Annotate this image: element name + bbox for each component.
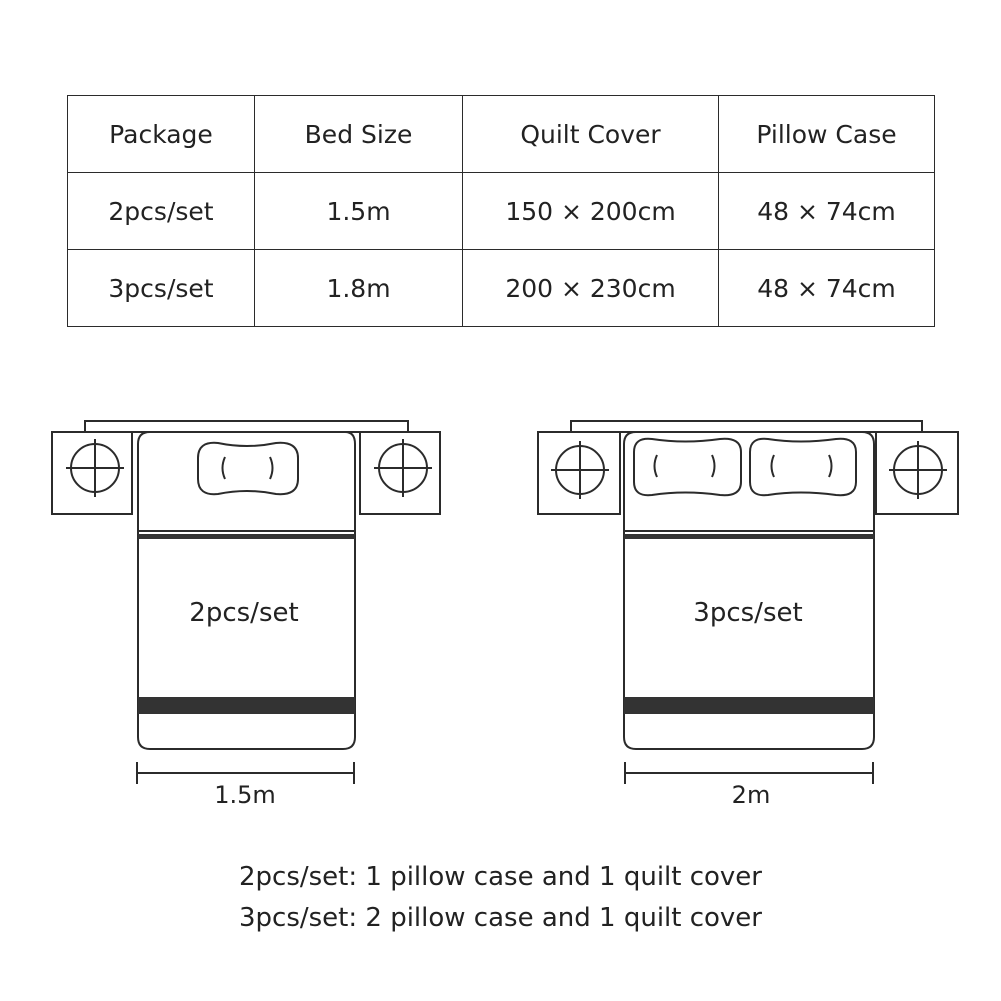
note-2pcs: 2pcs/set: 1 pillow case and 1 quilt cove… xyxy=(238,862,762,892)
bed-large: 3pcs/set 2m xyxy=(537,420,959,809)
header-package: Package xyxy=(67,95,255,173)
quilt-band xyxy=(138,534,355,539)
pillow xyxy=(749,437,857,497)
lamp-icon xyxy=(551,441,609,499)
note-3pcs: 3pcs/set: 2 pillow case and 1 quilt cove… xyxy=(238,903,762,933)
cell-bed-size: 1.8m xyxy=(254,249,463,327)
pillow xyxy=(633,437,742,497)
pillow xyxy=(197,441,299,496)
cell-package: 3pcs/set xyxy=(67,249,255,327)
headboard xyxy=(570,420,923,433)
lamp-icon xyxy=(889,441,947,499)
cell-pillow-case: 48 × 74cm xyxy=(718,172,935,250)
quilt-band xyxy=(624,534,874,539)
width-dimension xyxy=(136,762,355,784)
table-row: 3pcs/set 1.8m 200 × 230cm 48 × 74cm xyxy=(67,249,935,327)
bed-small: 2pcs/set 1.5m xyxy=(51,420,441,809)
lamp-icon xyxy=(66,439,124,497)
nightstand-left xyxy=(51,431,133,515)
headboard xyxy=(84,420,409,433)
bed-label: 2pcs/set xyxy=(189,598,298,628)
bed-frame xyxy=(623,431,875,750)
cell-quilt-cover: 200 × 230cm xyxy=(462,249,719,327)
header-bed-size: Bed Size xyxy=(254,95,463,173)
table-row: 2pcs/set 1.5m 150 × 200cm 48 × 74cm xyxy=(67,172,935,250)
cell-pillow-case: 48 × 74cm xyxy=(718,249,935,327)
nightstand-left xyxy=(537,431,621,515)
bed-label: 3pcs/set xyxy=(693,598,802,628)
width-label: 1.5m xyxy=(214,781,276,809)
foot-band xyxy=(624,697,874,714)
nightstand-right xyxy=(875,431,959,515)
bed-frame xyxy=(137,431,356,750)
size-table: Package Bed Size Quilt Cover Pillow Case… xyxy=(67,95,935,327)
nightstand-right xyxy=(359,431,441,515)
width-dimension xyxy=(624,762,874,784)
header-quilt-cover: Quilt Cover xyxy=(462,95,719,173)
lamp-icon xyxy=(374,439,432,497)
width-label: 2m xyxy=(732,781,771,809)
cell-bed-size: 1.5m xyxy=(254,172,463,250)
foot-band xyxy=(138,697,355,714)
